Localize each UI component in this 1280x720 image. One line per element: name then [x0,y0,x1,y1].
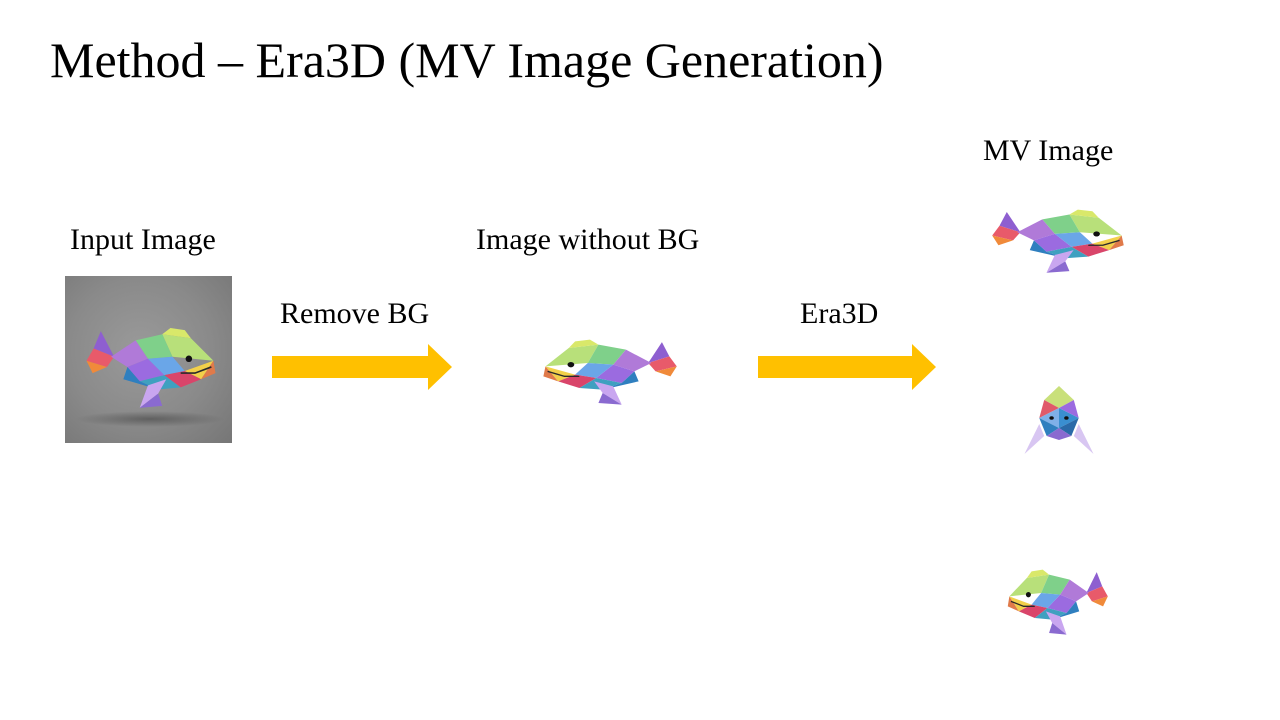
slide-title: Method – Era3D (MV Image Generation) [50,32,884,88]
mv-image-label: MV Image [983,134,1114,167]
input-image [65,276,232,443]
era3d-arrow-icon [758,344,936,390]
mv-view-angled-whale-icon [1007,569,1109,636]
era3d-step-label: Era3D [800,297,879,330]
floor-shadow [75,411,225,427]
remove-bg-arrow-icon [272,344,452,390]
mv-view-side-whale-icon [991,208,1125,274]
image-without-bg-label: Image without BG [476,223,700,256]
whale-icon [85,327,217,409]
remove-bg-step-label: Remove BG [280,297,430,330]
mv-view-front-whale-icon [1024,386,1094,454]
whale-no-bg-icon [542,338,678,406]
input-image-label: Input Image [70,223,216,256]
